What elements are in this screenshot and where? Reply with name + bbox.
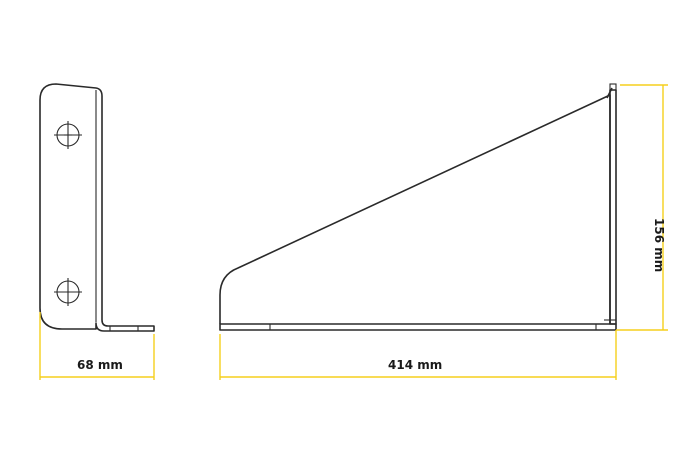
- mounting-hole-top-icon: [54, 121, 82, 149]
- profile-view: [219, 83, 617, 331]
- dimension-width: [39, 312, 155, 380]
- dimension-height: [616, 84, 668, 331]
- length-dimension-label: 414 mm: [388, 358, 443, 372]
- height-dimension-label: 156 mm: [652, 218, 666, 273]
- mounting-hole-bottom-icon: [54, 278, 82, 306]
- dimension-length: [219, 330, 617, 380]
- width-dimension-label: 68 mm: [77, 358, 123, 372]
- side-view: [39, 83, 155, 332]
